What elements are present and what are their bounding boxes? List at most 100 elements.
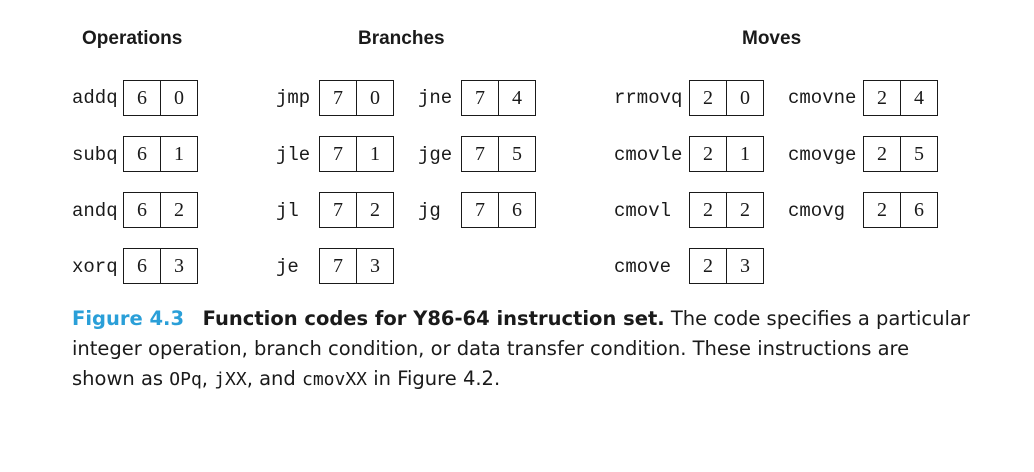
icode: 6 [137, 199, 147, 221]
ifun: 3 [160, 249, 197, 283]
ifun: 3 [356, 249, 393, 283]
instruction-cmovl: cmovl [614, 192, 671, 230]
mnemonic: jge [418, 144, 453, 166]
mnemonic: addq [72, 87, 118, 109]
instruction-cmovge: cmovge [788, 136, 856, 174]
icode: 6 [137, 87, 147, 109]
code-opq: OPq [169, 369, 202, 390]
instruction-subq: subq [72, 136, 118, 174]
icode: 2 [703, 87, 713, 109]
mnemonic: jl [276, 200, 299, 222]
instruction-jne: jne [418, 79, 452, 117]
ifun: 4 [498, 81, 535, 115]
icode: 6 [137, 255, 147, 277]
mnemonic: jle [276, 144, 311, 166]
mnemonic: jg [418, 200, 441, 222]
instruction-addq: addq [72, 79, 118, 117]
icode: 2 [703, 143, 713, 165]
mnemonic: cmove [614, 256, 672, 278]
caption-text-end: in Figure 4.2. [367, 367, 501, 390]
instruction-jl: jl [276, 192, 299, 230]
ifun: 1 [356, 137, 393, 171]
caption-separator: , [201, 367, 215, 390]
icode: 6 [137, 143, 147, 165]
icode: 7 [475, 143, 485, 165]
operations-header: Operations [82, 28, 183, 49]
icode: 2 [877, 199, 887, 221]
mnemonic: cmovle [614, 144, 683, 166]
instruction-je: je [276, 248, 299, 286]
mnemonic: cmovge [788, 144, 857, 166]
ifun: 2 [160, 193, 197, 227]
ifun: 6 [900, 193, 937, 227]
code-cmovxx: cmovXX [302, 369, 368, 390]
icode: 7 [475, 199, 485, 221]
icode: 2 [877, 87, 887, 109]
ifun: 3 [726, 249, 763, 283]
instruction-cmovne: cmovne [788, 79, 856, 117]
moves-header: Moves [742, 28, 802, 49]
icode: 7 [333, 199, 343, 221]
instruction-xorq: xorq [72, 248, 118, 286]
mnemonic: cmovne [788, 87, 857, 109]
instruction-cmovg: cmovg [788, 192, 845, 230]
figure-caption: Figure 4.3 Function codes for Y86-64 ins… [72, 304, 977, 395]
ifun: 0 [726, 81, 763, 115]
ifun: 1 [726, 137, 763, 171]
code-jxx: jXX [214, 369, 247, 390]
mnemonic: jmp [276, 87, 311, 109]
mnemonic: je [276, 256, 299, 278]
ifun: 6 [498, 193, 535, 227]
instruction-jle: jle [276, 136, 310, 174]
mnemonic: andq [72, 200, 118, 222]
mnemonic: cmovg [788, 200, 846, 222]
mnemonic: jne [418, 87, 453, 109]
ifun: 5 [498, 137, 535, 171]
figure-number: Figure 4.3 [72, 307, 185, 330]
ifun: 0 [356, 81, 393, 115]
instruction-cmove: cmove [614, 248, 671, 286]
figure-title: Function codes for Y86-64 instruction se… [202, 307, 665, 330]
icode: 2 [703, 199, 713, 221]
mnemonic: xorq [72, 256, 118, 278]
icode: 7 [475, 87, 485, 109]
branches-header: Branches [358, 28, 445, 49]
icode: 2 [877, 143, 887, 165]
icode: 7 [333, 143, 343, 165]
icode: 7 [333, 87, 343, 109]
ifun: 2 [356, 193, 393, 227]
mnemonic: rrmovq [614, 87, 683, 109]
instruction-cmovle: cmovle [614, 136, 682, 174]
mnemonic: subq [72, 144, 118, 166]
mnemonic: cmovl [614, 200, 672, 222]
ifun: 2 [726, 193, 763, 227]
caption-text: The code specifies a particular integer … [72, 307, 970, 390]
caption-separator: , and [246, 367, 302, 390]
icode: 7 [333, 255, 343, 277]
ifun: 5 [900, 137, 937, 171]
instruction-jg: jg [418, 192, 441, 230]
instruction-jge: jge [418, 136, 452, 174]
instruction-jmp: jmp [276, 79, 310, 117]
icode: 2 [703, 255, 713, 277]
ifun: 4 [900, 81, 937, 115]
ifun: 0 [160, 81, 197, 115]
